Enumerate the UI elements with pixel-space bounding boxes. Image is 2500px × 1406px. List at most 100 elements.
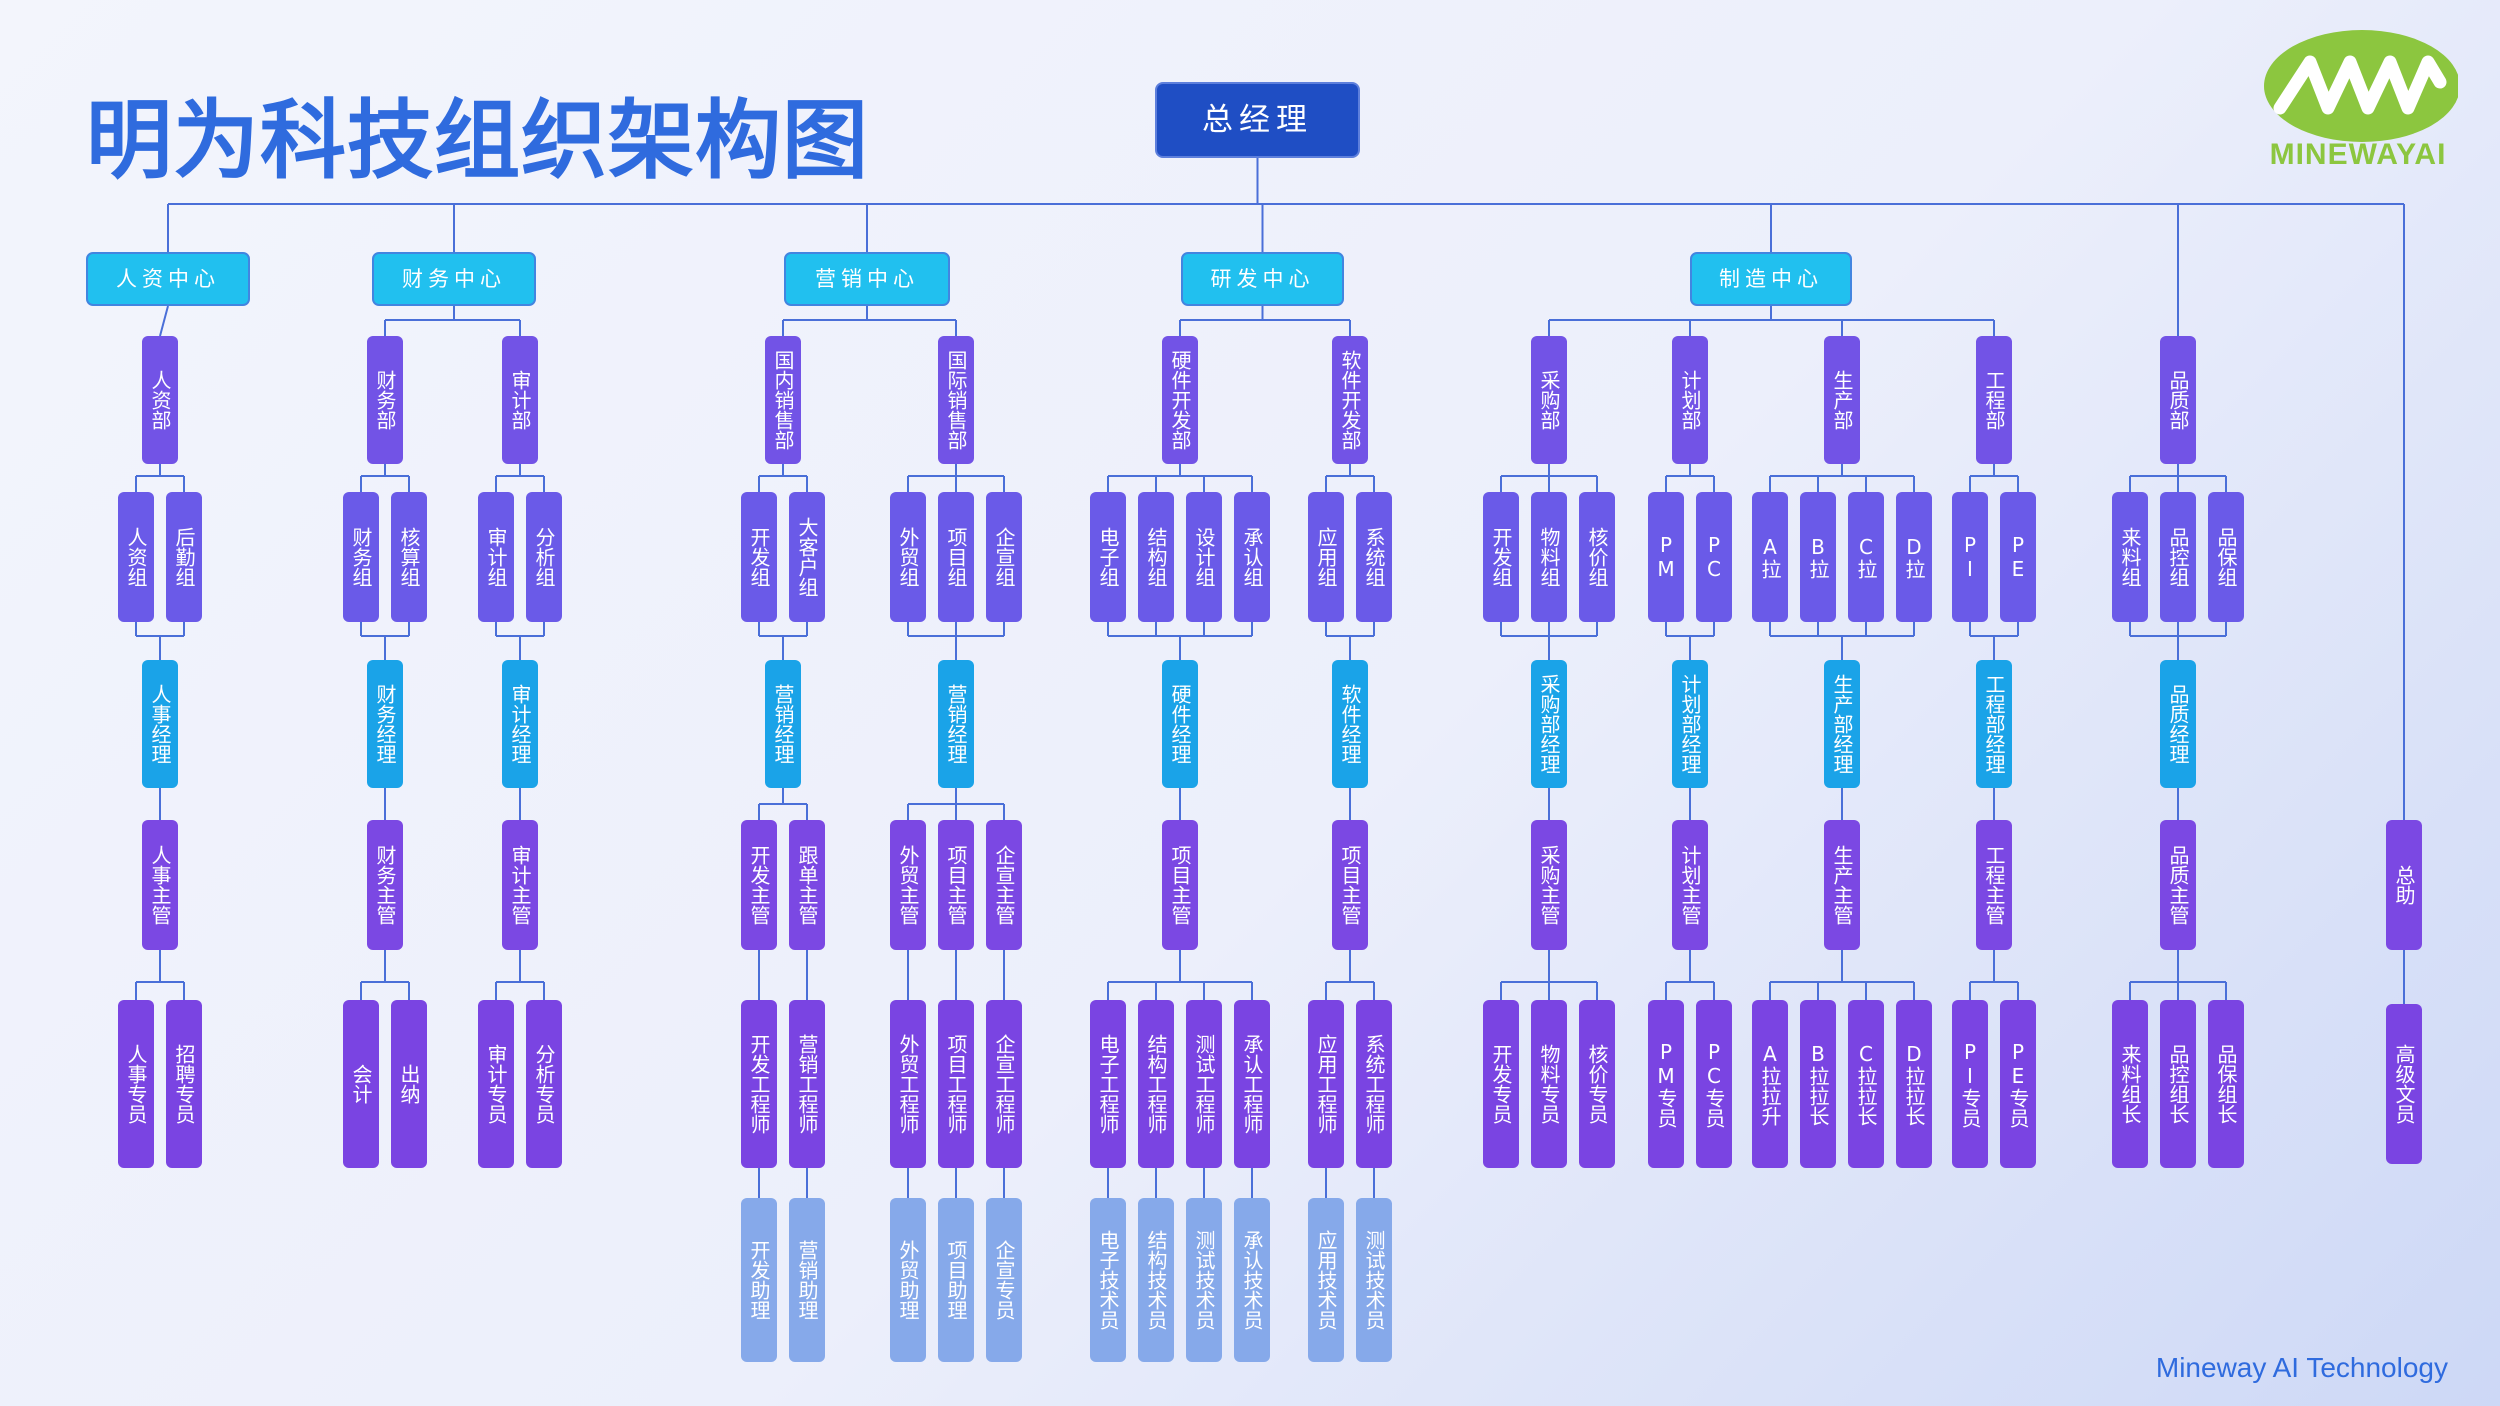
group-box-label: A拉 [1758, 535, 1782, 579]
group-box-label: 系统组 [1362, 527, 1386, 587]
manager-box-label: 采购部经理 [1537, 674, 1561, 774]
assistant-box: 电子技术员 [1090, 1198, 1126, 1362]
staff-box: D拉拉长 [1896, 1000, 1932, 1168]
group-box: 开发组 [741, 492, 777, 622]
assistant-box-label: 应用技术员 [1314, 1230, 1338, 1330]
manager-box-label: 营销经理 [771, 684, 795, 764]
staff-box-label: 品控组长 [2166, 1044, 2190, 1124]
staff-box-label: PM专员 [1654, 1040, 1678, 1128]
manager-box: 营销经理 [765, 660, 801, 788]
group-box-label: 项目组 [944, 527, 968, 587]
staff-box: 品控组长 [2160, 1000, 2196, 1168]
group-box-label: PE [2006, 533, 2030, 581]
center-box-label: 制造中心 [1719, 267, 1823, 291]
staff-box: 审计专员 [478, 1000, 514, 1168]
department-box: 采购部 [1531, 336, 1567, 464]
supervisor-box: 项目主管 [938, 820, 974, 950]
staff-box-label: PC专员 [1702, 1040, 1726, 1128]
staff-box: B拉拉长 [1800, 1000, 1836, 1168]
department-box: 软件开发部 [1332, 336, 1368, 464]
staff-box-label: C拉拉长 [1854, 1042, 1878, 1126]
group-box-label: 财务组 [349, 527, 373, 587]
group-box: PI [1952, 492, 1988, 622]
department-box: 人资部 [142, 336, 178, 464]
logo-wordmark: MINEWAYAI [2269, 138, 2447, 171]
department-box-label: 软件开发部 [1338, 350, 1362, 450]
manager-box-label: 财务经理 [373, 684, 397, 764]
supervisor-box-label: 跟单主管 [795, 845, 819, 925]
group-box: C拉 [1848, 492, 1884, 622]
group-box: 品控组 [2160, 492, 2196, 622]
group-box-label: B拉 [1806, 535, 1830, 579]
staff-box: 承认工程师 [1234, 1000, 1270, 1168]
department-box: 品质部 [2160, 336, 2196, 464]
assistant-box-label: 开发助理 [747, 1240, 771, 1320]
group-box: 来料组 [2112, 492, 2148, 622]
group-box: PC [1696, 492, 1732, 622]
staff-box-label: PI专员 [1958, 1040, 1982, 1128]
supervisor-box: 外贸主管 [890, 820, 926, 950]
group-box-label: 人资组 [124, 527, 148, 587]
supervisor-box-label: 审计主管 [508, 845, 532, 925]
supervisor-box: 项目主管 [1162, 820, 1198, 950]
supervisor-box: 采购主管 [1531, 820, 1567, 950]
assistant-box-label: 外贸助理 [896, 1240, 920, 1320]
staff-box: 企宣工程师 [986, 1000, 1022, 1168]
staff-box-label: 承认工程师 [1240, 1034, 1264, 1134]
general-manager-box-label: 总经理 [1202, 102, 1313, 138]
supervisor-box: 开发主管 [741, 820, 777, 950]
staff-box-label: 来料组长 [2118, 1044, 2142, 1124]
manager-box: 软件经理 [1332, 660, 1368, 788]
department-box: 国内销售部 [765, 336, 801, 464]
staff-box: 项目工程师 [938, 1000, 974, 1168]
group-box: 物料组 [1531, 492, 1567, 622]
manager-box-label: 硬件经理 [1168, 684, 1192, 764]
assistant-box-label: 测试技术员 [1362, 1230, 1386, 1330]
manager-box-label: 软件经理 [1338, 684, 1362, 764]
staff-box-label: 开发专员 [1489, 1044, 1513, 1124]
supervisor-box-label: 人事主管 [148, 845, 172, 925]
assistant-box-label: 营销助理 [795, 1240, 819, 1320]
staff-box-label: D拉拉长 [1902, 1042, 1926, 1126]
assistant-box: 营销助理 [789, 1198, 825, 1362]
staff-box: PI专员 [1952, 1000, 1988, 1168]
staff-box: A拉拉升 [1752, 1000, 1788, 1168]
staff-box-label: 项目工程师 [944, 1034, 968, 1134]
supervisor-box-label: 项目主管 [944, 845, 968, 925]
staff-box-label: 分析专员 [532, 1044, 556, 1124]
group-box: 开发组 [1483, 492, 1519, 622]
assistant-box-label: 电子技术员 [1096, 1230, 1120, 1330]
assistant-box-label: 企宣专员 [992, 1240, 1016, 1320]
supervisor-box-label: 工程主管 [1982, 845, 2006, 925]
supervisor-box: 工程主管 [1976, 820, 2012, 950]
staff-box-label: 核价专员 [1585, 1044, 1609, 1124]
supervisor-box-label: 外贸主管 [896, 845, 920, 925]
group-box-label: 应用组 [1314, 527, 1338, 587]
company-logo [2264, 30, 2458, 142]
group-box-label: 电子组 [1096, 527, 1120, 587]
group-box: D拉 [1896, 492, 1932, 622]
department-box-label: 工程部 [1982, 370, 2006, 430]
manager-box: 工程部经理 [1976, 660, 2012, 788]
assistant-box: 外贸助理 [890, 1198, 926, 1362]
staff-box-label: 外贸工程师 [896, 1034, 920, 1134]
center-box-label: 营销中心 [815, 267, 919, 291]
department-box: 国际销售部 [938, 336, 974, 464]
group-box: 分析组 [526, 492, 562, 622]
group-box: 核算组 [391, 492, 427, 622]
group-box: 项目组 [938, 492, 974, 622]
staff-box: 出纳 [391, 1000, 427, 1168]
staff-box: 分析专员 [526, 1000, 562, 1168]
staff-box: 品保组长 [2208, 1000, 2244, 1168]
supervisor-box: 财务主管 [367, 820, 403, 950]
staff-box-label: PE专员 [2006, 1040, 2030, 1128]
supervisor-box: 人事主管 [142, 820, 178, 950]
department-box-label: 财务部 [373, 370, 397, 430]
manager-box: 计划部经理 [1672, 660, 1708, 788]
department-box-label: 品质部 [2166, 370, 2190, 430]
center-box: 研发中心 [1181, 252, 1344, 306]
staff-box-label: 会计 [349, 1064, 373, 1104]
staff-box: PE专员 [2000, 1000, 2036, 1168]
group-box: 审计组 [478, 492, 514, 622]
